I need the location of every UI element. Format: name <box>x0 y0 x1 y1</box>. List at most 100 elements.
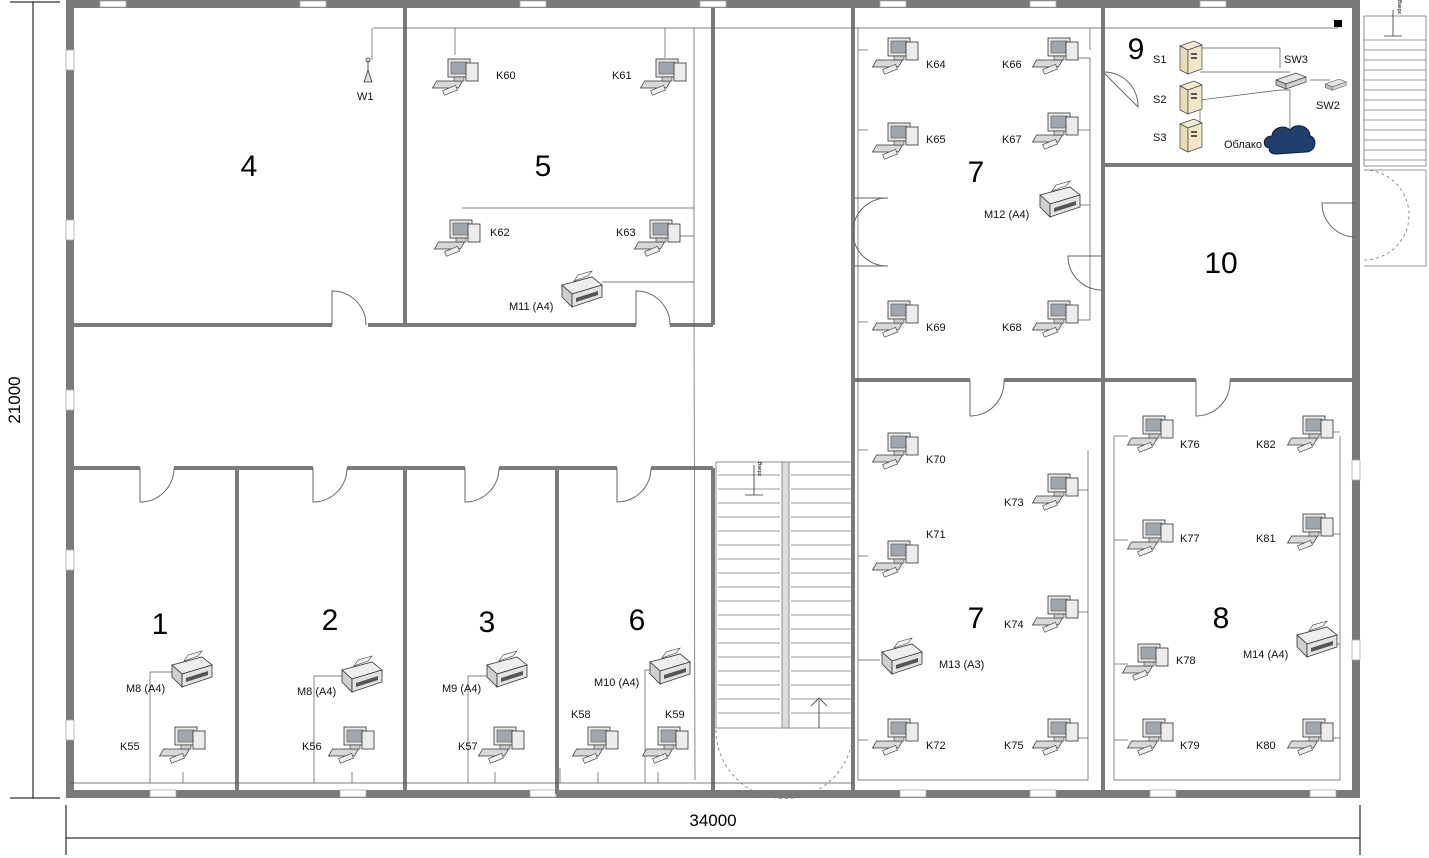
printer-m8-room1[interactable]: M8 (A4) <box>126 650 213 695</box>
computer-label: K69 <box>926 322 946 334</box>
computer-label: K61 <box>612 70 632 82</box>
computer-k73[interactable]: K73 <box>1004 473 1079 511</box>
computer-label: K70 <box>926 454 946 466</box>
switch-sw2[interactable]: SW2 <box>1316 78 1347 112</box>
printer-label: M13 (A3) <box>939 659 984 671</box>
room-number-10: 10 <box>1204 247 1237 280</box>
server-label: S1 <box>1153 54 1166 66</box>
window-marks <box>65 0 1361 798</box>
computer-k75[interactable]: K75 <box>1004 718 1079 756</box>
computer-k78[interactable]: K78 <box>1122 643 1196 681</box>
cloud-label: Облако <box>1224 139 1262 151</box>
computer-k63[interactable]: K63 <box>616 219 681 257</box>
room-number-8: 8 <box>1213 602 1230 635</box>
computer-label: K72 <box>926 740 946 752</box>
printer-m9[interactable]: M9 (A4) <box>442 650 528 695</box>
computer-k62[interactable]: K62 <box>434 219 510 257</box>
computer-k82[interactable]: K82 <box>1256 415 1334 453</box>
side-stairs-up-label: Вверх <box>1396 0 1402 14</box>
computer-k67[interactable]: K67 <box>1002 112 1079 150</box>
computer-k66[interactable]: K66 <box>1002 37 1079 75</box>
computer-label: K81 <box>1256 533 1276 545</box>
computer-k64[interactable]: K64 <box>872 37 946 75</box>
printer-m14[interactable]: M14 (A4) <box>1243 620 1338 661</box>
computer-label: K76 <box>1180 439 1200 451</box>
computer-label: K58 <box>571 709 591 721</box>
server-label: S2 <box>1153 94 1166 106</box>
computer-label: K77 <box>1180 533 1200 545</box>
stairs-up-label: Вверх <box>756 462 762 476</box>
computer-k58[interactable]: K58 <box>571 709 619 764</box>
computer-label: K62 <box>490 227 510 239</box>
computer-k55[interactable]: K55 <box>120 726 206 764</box>
printer-label: M9 (A4) <box>442 683 481 695</box>
doors <box>139 71 1357 503</box>
cloud-icon[interactable]: Облако <box>1224 125 1316 155</box>
computer-k80[interactable]: K80 <box>1256 718 1334 756</box>
printer-m12[interactable]: M12 (A4) <box>984 180 1081 221</box>
computer-k59[interactable]: K59 <box>642 709 689 764</box>
computer-k74[interactable]: K74 <box>1004 595 1079 633</box>
computer-k60[interactable]: K60 <box>432 58 516 96</box>
wifi-ap-w1[interactable]: W1 <box>357 57 374 103</box>
printer-label: M8 (A4) <box>126 683 165 695</box>
printer-label: M12 (A4) <box>984 209 1029 221</box>
network-rack-marker <box>1334 20 1342 27</box>
room-number-4: 4 <box>241 150 258 183</box>
antenna-icon <box>363 57 373 83</box>
wifi-label: W1 <box>357 91 374 103</box>
computer-label: K64 <box>926 59 946 71</box>
computer-label: K79 <box>1180 740 1200 752</box>
printer-m8-room2[interactable]: M8 (A4) <box>297 655 383 698</box>
network-cables <box>70 22 1341 784</box>
computer-label: K82 <box>1256 439 1276 451</box>
printer-label: M11 (A4) <box>509 301 553 313</box>
computer-k77[interactable]: K77 <box>1127 519 1200 557</box>
computer-label: K80 <box>1256 740 1276 752</box>
computer-k61[interactable]: K61 <box>612 58 687 96</box>
room-number-9: 9 <box>1128 33 1145 66</box>
room-number-7-upper: 7 <box>968 156 985 189</box>
main-staircase <box>715 461 854 799</box>
server-s1[interactable]: S1 <box>1153 40 1203 75</box>
computer-k56[interactable]: K56 <box>302 726 375 764</box>
dimension-lines <box>10 1 1361 855</box>
computer-k72[interactable]: K72 <box>872 718 946 756</box>
interior-walls <box>74 8 1356 794</box>
server-s3[interactable]: S3 <box>1153 118 1203 153</box>
printer-m10[interactable]: M10 (A4) <box>594 647 691 689</box>
printer-label: M14 (A4) <box>1243 649 1288 661</box>
computer-label: K65 <box>926 134 946 146</box>
printer-m13[interactable]: M13 (A3) <box>881 637 984 675</box>
computer-label: K68 <box>1002 322 1022 334</box>
computer-k68[interactable]: K68 <box>1002 300 1079 338</box>
computer-label: K63 <box>616 227 636 239</box>
computer-label: K71 <box>926 529 946 541</box>
room-number-5: 5 <box>535 150 552 183</box>
computer-k79[interactable]: K79 <box>1127 718 1200 756</box>
computer-label: K56 <box>302 741 322 753</box>
computer-label: K78 <box>1176 655 1196 667</box>
room-number-7-lower: 7 <box>968 602 985 635</box>
computer-label: K57 <box>458 741 478 753</box>
room-number-1: 1 <box>152 608 169 641</box>
server-s2[interactable]: S2 <box>1153 80 1203 115</box>
computer-label: K55 <box>120 741 140 753</box>
computer-k70[interactable]: K70 <box>872 432 946 470</box>
computer-k69[interactable]: K69 <box>872 300 946 338</box>
printer-label: M10 (A4) <box>594 677 639 689</box>
computer-label: K75 <box>1004 740 1024 752</box>
computer-label: K67 <box>1002 134 1022 146</box>
switch-label: SW3 <box>1284 54 1308 66</box>
computer-k65[interactable]: K65 <box>872 122 946 160</box>
computer-label: K60 <box>496 70 516 82</box>
computer-k81[interactable]: K81 <box>1256 513 1334 551</box>
server-label: S3 <box>1153 132 1166 144</box>
computer-label: K59 <box>665 709 685 721</box>
computer-k71[interactable]: K71 <box>872 529 946 578</box>
computer-k76[interactable]: K76 <box>1127 415 1200 453</box>
computer-k57[interactable]: K57 <box>458 726 525 764</box>
printer-m11[interactable]: M11 (A4) <box>509 270 603 313</box>
switch-sw3[interactable]: SW3 <box>1275 54 1308 90</box>
